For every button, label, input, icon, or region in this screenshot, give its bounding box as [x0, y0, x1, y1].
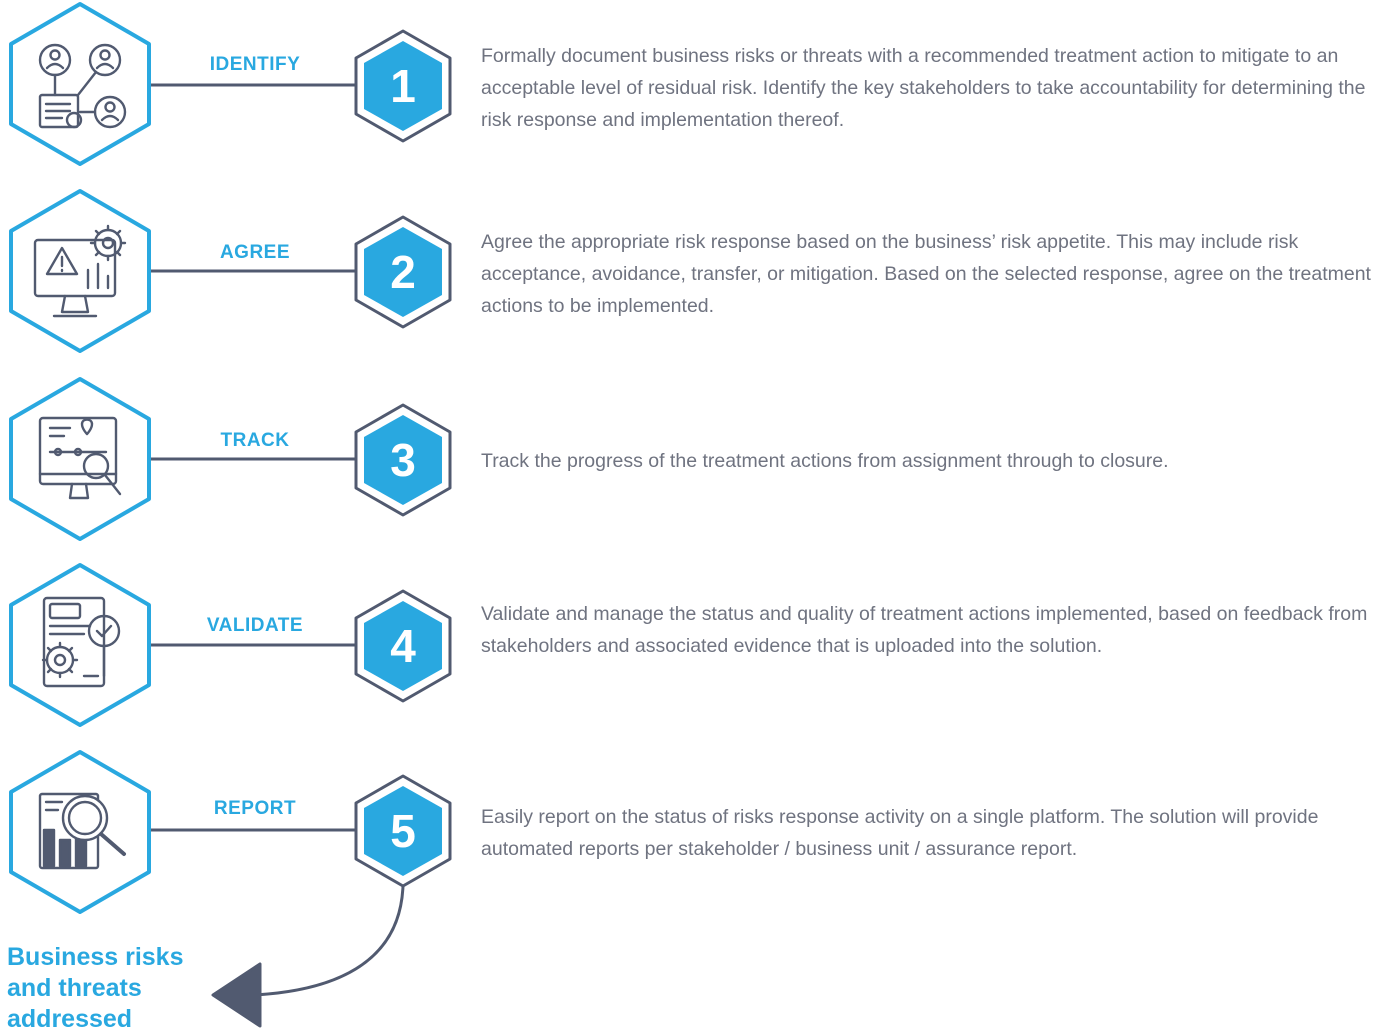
step-number-5: 5 — [390, 805, 416, 857]
step-label-validate: VALIDATE — [206, 615, 304, 636]
step-description-validate: Validate and manage the status and quali… — [481, 603, 1368, 657]
step-4-icon-hexagon — [9, 563, 151, 727]
step-3-icon-hexagon — [9, 377, 151, 541]
step-label-agree: AGREE — [219, 242, 291, 263]
step-number-3: 3 — [390, 434, 416, 486]
step-2-icon-hexagon — [9, 189, 151, 353]
step-number-4: 4 — [390, 620, 416, 672]
step-1-icon-hexagon — [9, 2, 151, 166]
monitor-warning-gear-icon — [33, 224, 127, 318]
step-description-identify: Formally document business risks or thre… — [481, 45, 1366, 131]
report-chart-magnifier-icon — [38, 792, 126, 870]
step-label-track: TRACK — [220, 430, 290, 451]
step-1-number-hexagon — [354, 29, 452, 143]
stakeholders-network-icon — [38, 43, 127, 129]
document-gear-checkmark-icon — [41, 596, 121, 688]
step-2-number-hexagon — [354, 215, 452, 329]
step-description-report: Easily report on the status of risks res… — [481, 806, 1319, 860]
step-4-number-hexagon — [354, 589, 452, 703]
outcome-label: Business risks and threats addressed — [7, 943, 184, 1033]
outcome-arrow — [211, 885, 405, 1028]
step-3-number-hexagon — [354, 403, 452, 517]
step-label-identify: IDENTIFY — [209, 54, 301, 75]
step-description-track: Track the progress of the treatment acti… — [481, 450, 1169, 472]
step-description-agree: Agree the appropriate risk response base… — [481, 231, 1371, 317]
step-number-1: 1 — [390, 60, 416, 112]
step-label-report: REPORT — [213, 798, 297, 819]
step-5-number-hexagon — [354, 774, 452, 888]
step-number-2: 2 — [390, 246, 416, 298]
monitor-tracking-magnifier-icon — [38, 416, 122, 500]
